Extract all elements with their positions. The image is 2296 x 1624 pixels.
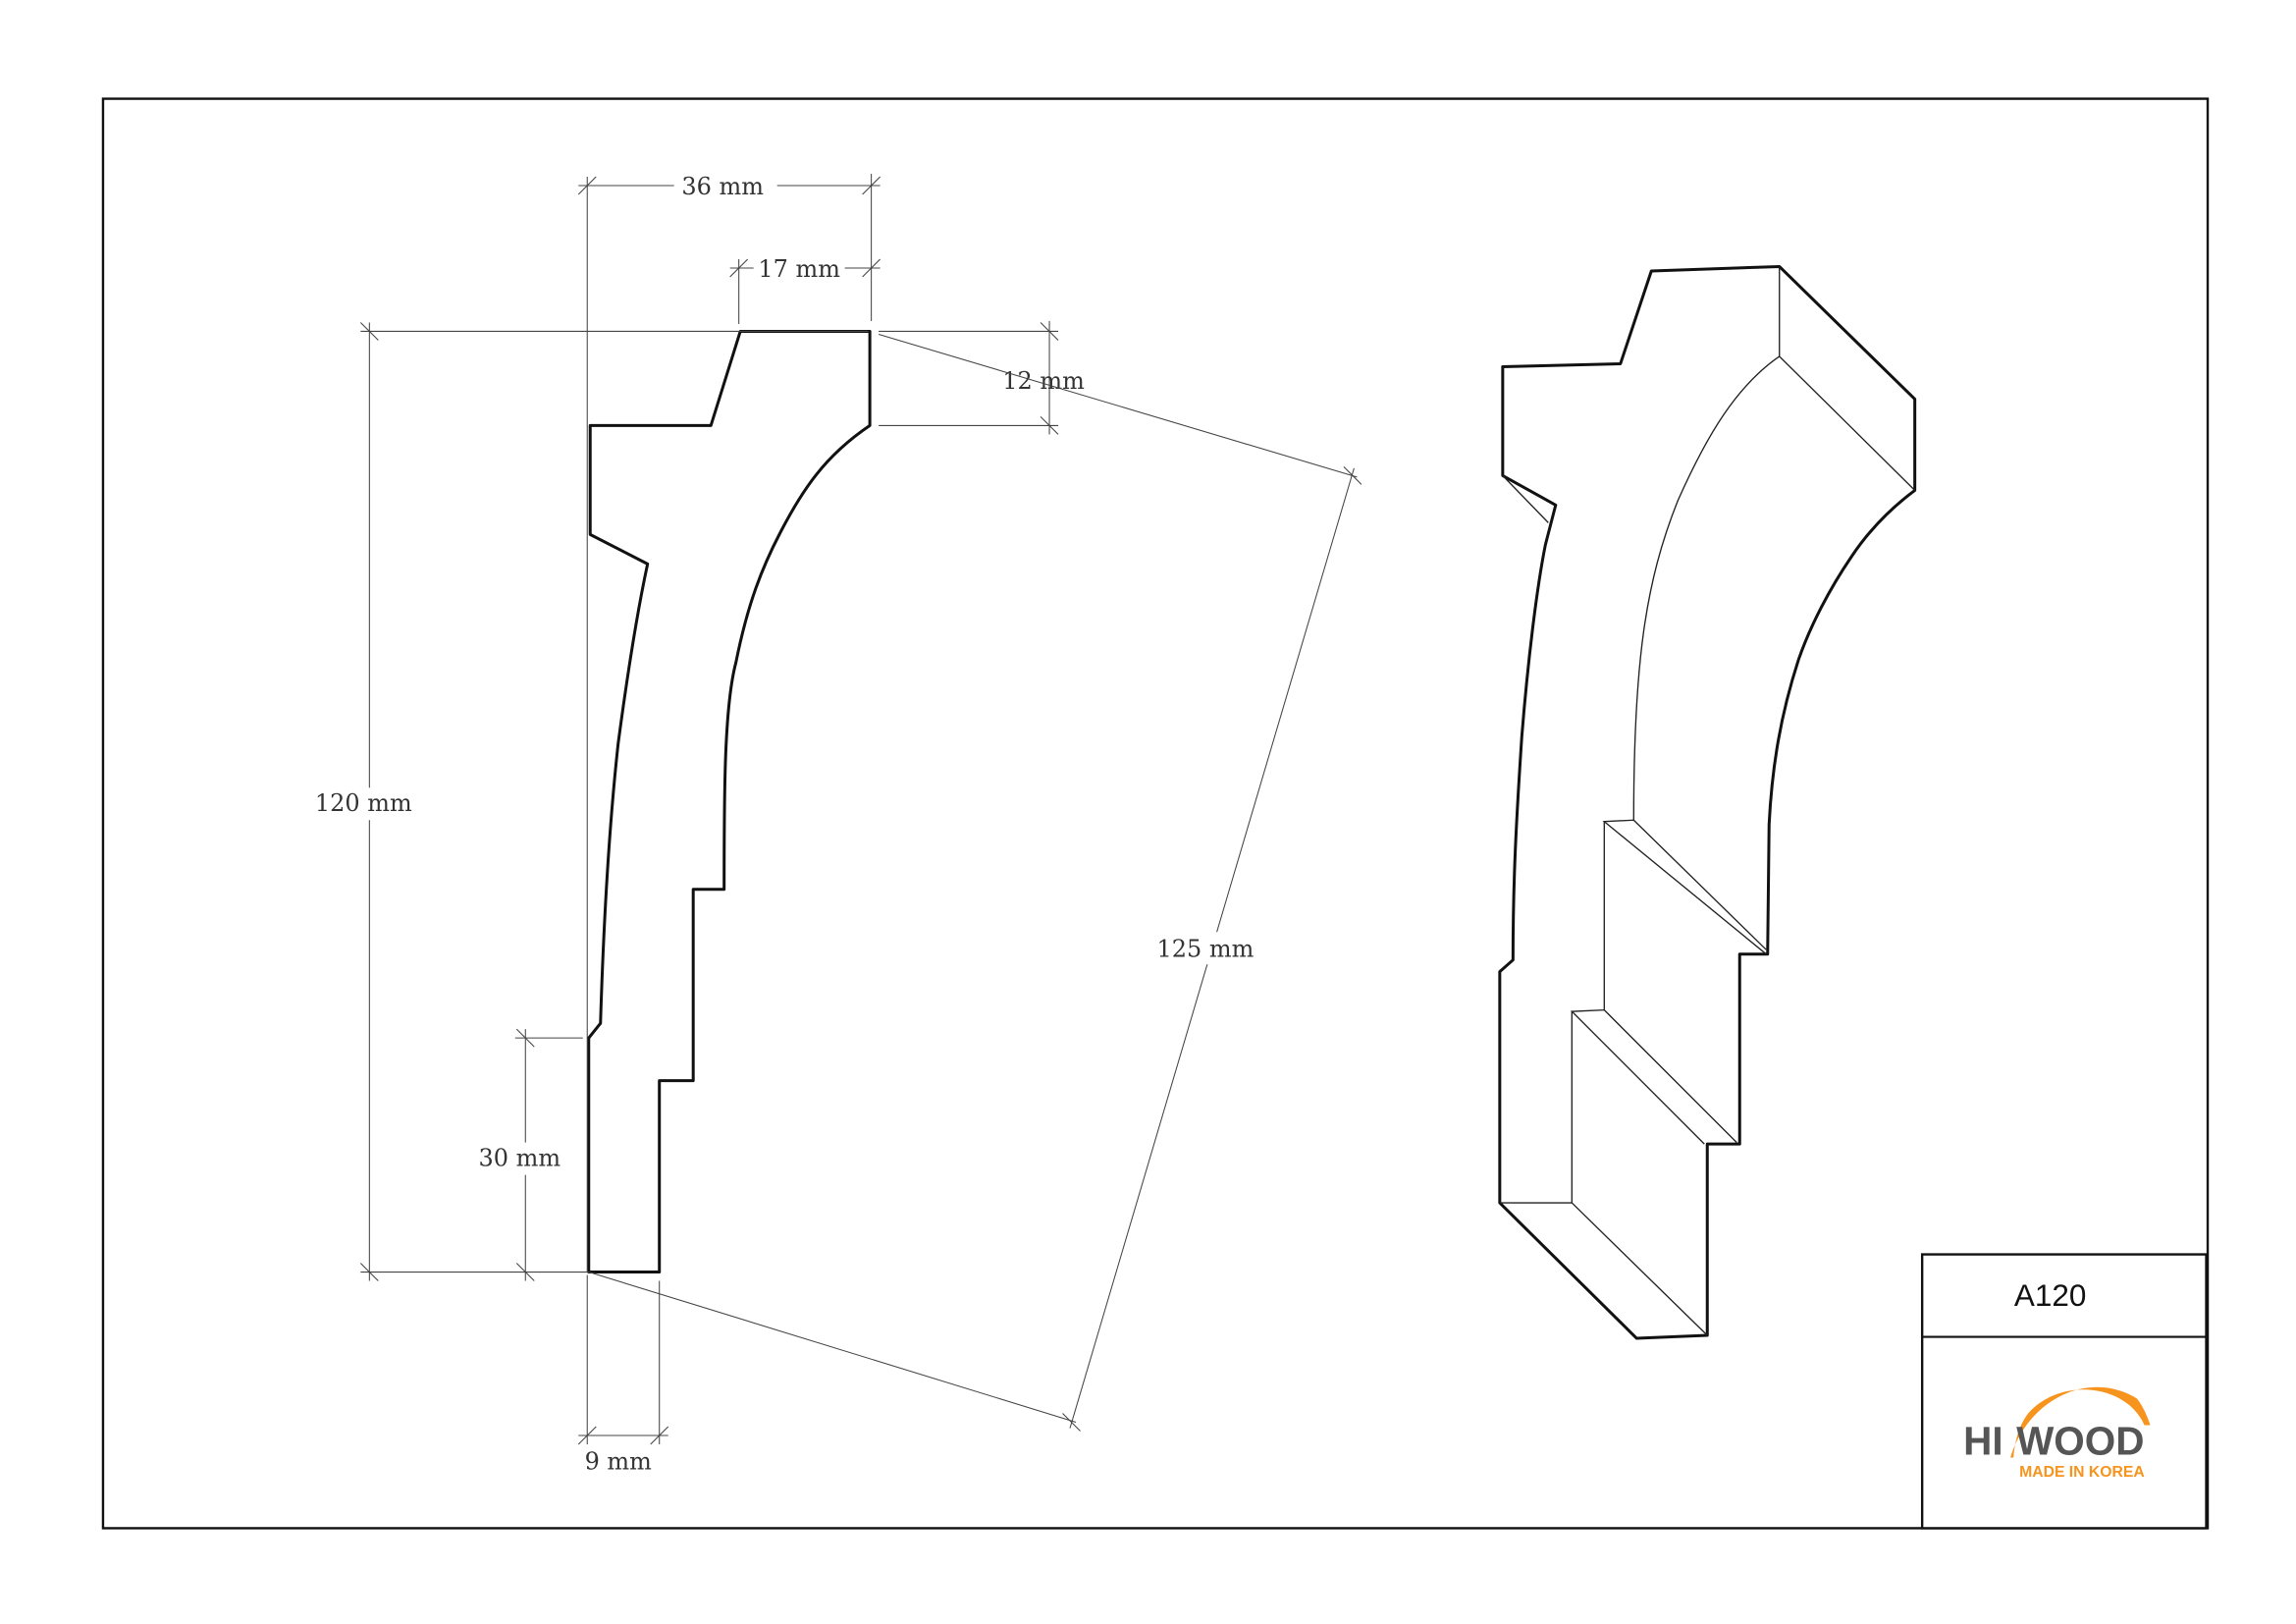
- isometric-view: [1498, 264, 1917, 1340]
- dim-125mm: 125 mm: [1157, 936, 1255, 963]
- dim-12mm: 12 mm: [1002, 367, 1085, 395]
- drawing-frame: [101, 97, 2210, 1530]
- hiwood-logo: HI WOOD MADE IN KOREA: [1963, 1386, 2151, 1481]
- dim-17mm: 17 mm: [758, 255, 840, 283]
- dim-9mm: 9 mm: [585, 1447, 653, 1475]
- dim-120mm: 120 mm: [315, 789, 412, 817]
- isometric-outline: [1498, 264, 1917, 1340]
- profile-outline: [587, 329, 872, 1274]
- logo-hi: HI: [1963, 1418, 2002, 1463]
- dim-30mm: 30 mm: [478, 1145, 561, 1172]
- profile-section: [587, 329, 872, 1274]
- dimension-lines: 36 mm 17 mm 120 mm 12 mm 30 mm 9 mm: [311, 169, 1362, 1475]
- logo-tagline: MADE IN KOREA: [2019, 1464, 2145, 1481]
- product-code: A120: [2014, 1278, 2087, 1313]
- logo-wood: WOOD: [2016, 1418, 2144, 1463]
- dim-36mm: 36 mm: [681, 173, 764, 200]
- title-block: A120 HI WOOD MADE IN KOREA: [1920, 1253, 2208, 1530]
